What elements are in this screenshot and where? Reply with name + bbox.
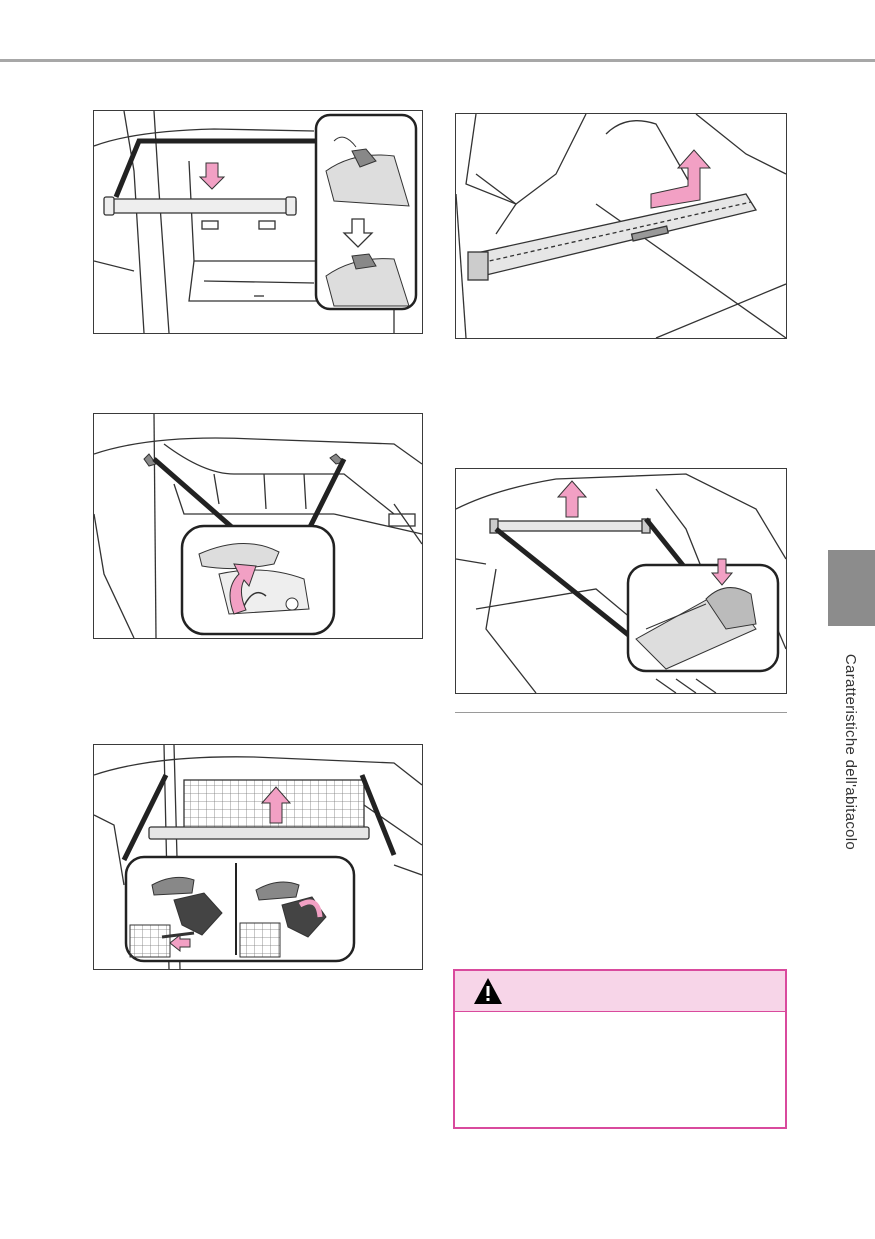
tonneau-cover-release-illustration [456,473,786,693]
figure-hook-cover-open [93,413,423,639]
tonneau-cover-remove-illustration [456,114,786,338]
figure-cover-install [93,110,423,334]
hook-cover-open-illustration [94,414,422,638]
warning-header [455,971,785,1012]
cargo-net-install-illustration [94,745,422,969]
header-rule [0,59,875,62]
section-divider [455,712,787,713]
figure-net-install [93,744,423,970]
chapter-side-label: Caratteristiche dell'abitacolo [842,653,859,851]
warning-box [453,969,787,1129]
chapter-side-tab [828,550,875,626]
warning-triangle-icon [474,978,502,1004]
figure-cover-release [455,468,787,694]
figure-cover-remove-lift [455,113,787,339]
tonneau-cover-install-illustration [94,111,418,333]
